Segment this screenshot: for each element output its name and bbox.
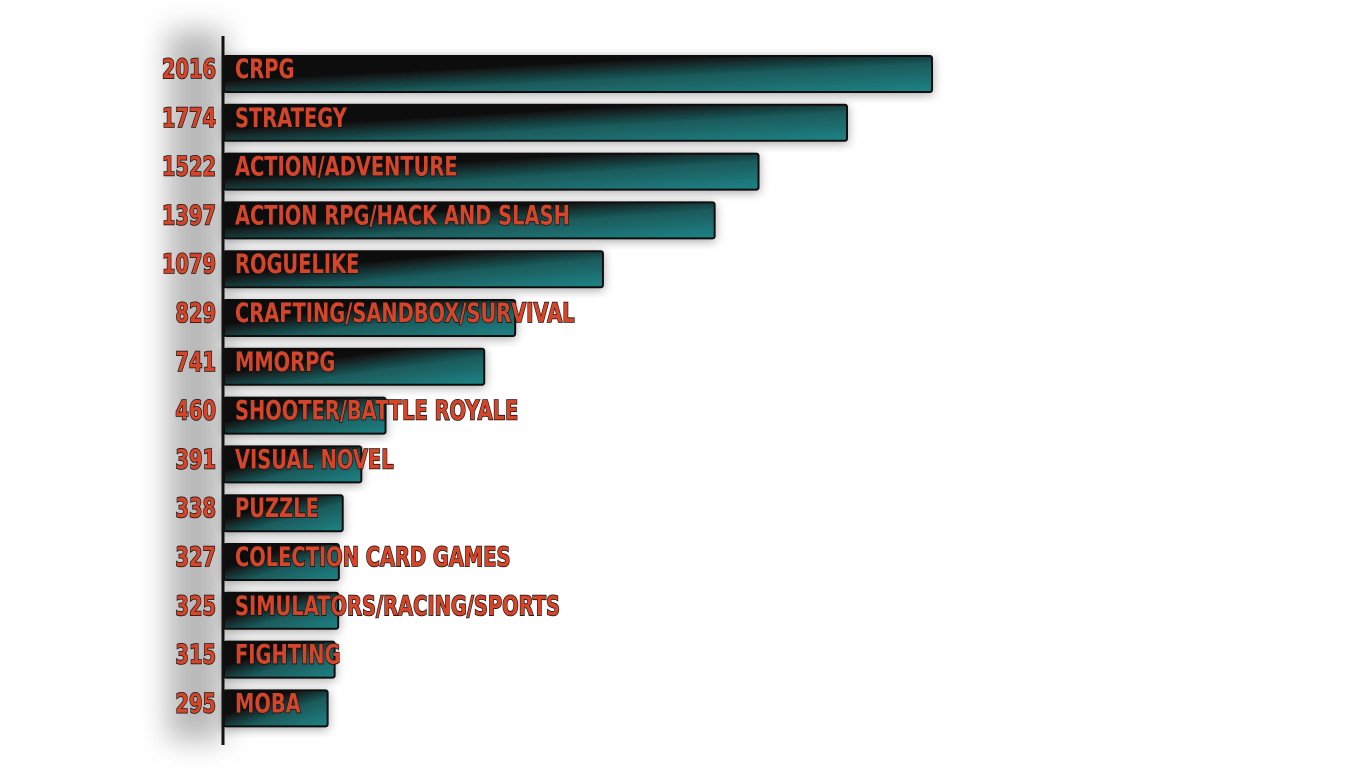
value-label: 2016 [162,53,216,85]
value-label: 327 [175,541,216,573]
category-label: VISUAL NOVEL [235,443,394,475]
category-label: FIGHTING [235,638,340,670]
value-label: 460 [175,394,216,426]
bar [223,55,933,93]
category-label: SIMULATORS/RACING/SPORTS [235,590,560,622]
category-label: COLECTION CARD GAMES [235,541,510,573]
category-label: ACTION RPG/HACK AND SLASH [235,199,570,231]
category-label: SHOOTER/BATTLE ROYALE [235,394,518,426]
value-label: 391 [175,443,216,475]
value-label: 1079 [162,248,216,280]
category-label: ROGUELIKE [235,248,359,280]
category-label: MOBA [235,687,301,719]
value-label: 295 [175,687,216,719]
category-label: CRAFTING/SANDBOX/SURVIVAL [235,297,575,329]
category-label: CRPG [235,53,294,85]
value-label: 315 [175,638,216,670]
category-label: MMORPG [235,346,335,378]
value-label: 1397 [162,199,216,231]
value-label: 338 [175,492,216,524]
category-label: STRATEGY [235,102,348,134]
value-label: 829 [175,297,216,329]
category-label: ACTION/ADVENTURE [235,150,458,182]
value-label: 741 [175,346,216,378]
value-label: 1522 [162,150,216,182]
category-label: PUZZLE [235,492,319,524]
axis-glow [168,30,224,740]
value-label: 325 [175,590,216,622]
value-label: 1774 [162,102,216,134]
